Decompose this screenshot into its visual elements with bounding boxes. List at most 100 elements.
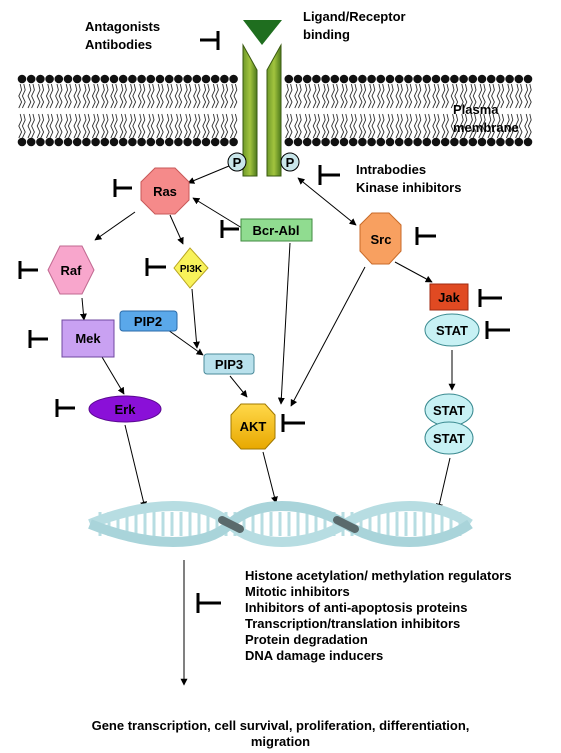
- nuclear-target-item: Histone acetylation/ methylation regulat…: [245, 568, 512, 583]
- akt-node: [230, 403, 276, 450]
- lipid-head: [63, 74, 73, 84]
- lipid-tail: [362, 113, 367, 139]
- lipid-head: [128, 137, 137, 147]
- lipid-tail: [193, 83, 197, 109]
- inhibitor-mek: [28, 330, 48, 348]
- outcome-caption-line1: Gene transcription, cell survival, proli…: [91, 718, 470, 733]
- lipid-tail: [233, 113, 238, 139]
- lipid-tail: [294, 83, 299, 109]
- lipid-head: [17, 74, 27, 84]
- nuclear-target-item: Inhibitors of anti-apoptosis proteins: [245, 600, 468, 615]
- arrow-akt-dna: [262, 451, 278, 504]
- lipid-tail: [524, 83, 529, 109]
- lipid-tail: [86, 113, 91, 139]
- lipid-tail: [156, 83, 161, 109]
- lipid-head: [284, 74, 294, 84]
- arrow-p-ras: [187, 165, 230, 184]
- lipid-head: [174, 137, 183, 147]
- lipid-tail: [40, 83, 45, 109]
- lipid-head: [229, 137, 238, 147]
- lipid-tail: [491, 113, 495, 139]
- lipid-tail: [58, 83, 63, 109]
- raf-node: [47, 245, 95, 295]
- lipid-head: [385, 74, 395, 84]
- lipid-tail: [325, 113, 330, 139]
- lipid-tail: [196, 113, 201, 139]
- lipid-tail: [303, 113, 308, 139]
- lipid-tail: [349, 83, 354, 109]
- lipid-tail: [445, 83, 449, 109]
- lipid-tail: [119, 113, 124, 139]
- lipid-head: [17, 137, 27, 147]
- lipid-tail: [169, 113, 173, 139]
- pip3-node: [203, 353, 255, 375]
- lipid-tail: [159, 113, 164, 139]
- lipid-tail: [113, 113, 118, 139]
- lipid-head: [302, 137, 312, 147]
- lipid-tail: [297, 113, 302, 139]
- lipid-tail: [515, 113, 519, 139]
- lipid-tail: [21, 83, 26, 109]
- lipid-head: [385, 137, 395, 147]
- ligand-receptor-label-line1: Ligand/Receptor: [303, 9, 406, 24]
- lipid-head: [440, 74, 450, 84]
- akt-label: AKT: [240, 419, 267, 434]
- lipid-tail: [174, 83, 179, 109]
- inhibitor-intrabodies: [318, 165, 340, 185]
- nuclear-target-item: Protein degradation: [245, 632, 368, 647]
- erk-label: Erk: [115, 402, 137, 417]
- lipid-head: [146, 137, 156, 147]
- lipid-head: [404, 74, 413, 84]
- lipid-head: [118, 74, 128, 84]
- lipid-tail: [229, 83, 234, 109]
- arrow-bcr-ras: [192, 197, 243, 229]
- lipid-tail: [487, 83, 492, 109]
- lipid-tail: [101, 113, 105, 139]
- lipid-tail: [500, 83, 505, 109]
- raf-label: Raf: [61, 263, 83, 278]
- lipid-head: [348, 74, 358, 84]
- lipid-head: [468, 74, 478, 84]
- lipid-tail: [303, 83, 308, 109]
- lipid-tail: [18, 113, 23, 139]
- lipid-head: [358, 137, 367, 147]
- lipid-tail: [426, 83, 431, 109]
- stat-node-3: [424, 421, 474, 455]
- lipid-tail: [334, 83, 339, 109]
- lipid-head: [505, 74, 514, 84]
- lipid-tail: [285, 83, 289, 109]
- lipid-tail: [408, 83, 413, 109]
- lipid-head: [72, 137, 82, 147]
- p-label-left: P: [233, 155, 242, 170]
- outcome-caption-line2: migration: [250, 734, 311, 749]
- lipid-head: [183, 137, 192, 147]
- lipid-tail: [288, 113, 293, 139]
- lipid-head: [146, 74, 156, 84]
- pathway-arrows: [79, 165, 456, 686]
- arrow-bcr-akt: [277, 242, 291, 405]
- lipid-tail: [441, 83, 446, 109]
- pi3k-node: [173, 247, 209, 289]
- lipid-tail: [395, 83, 400, 109]
- lipid-tail: [518, 83, 523, 109]
- lipid-tail: [150, 113, 155, 139]
- lipid-tail: [515, 83, 519, 109]
- lipid-tail: [128, 83, 133, 109]
- lipid-head: [36, 137, 45, 147]
- lipid-head: [496, 137, 505, 147]
- lipid-tail: [150, 83, 155, 109]
- inhibitor-jak: [478, 289, 502, 307]
- ligand: [243, 20, 282, 45]
- lipid-tail: [408, 113, 413, 139]
- lipid-tail: [205, 83, 210, 109]
- lipid-head: [54, 74, 64, 84]
- lipid-tail: [491, 83, 495, 109]
- arrow-raf-mek: [79, 297, 87, 321]
- lipid-head: [54, 137, 64, 147]
- lipid-tail: [367, 83, 372, 109]
- lipid-tail: [64, 113, 69, 139]
- lipid-tail: [27, 113, 32, 139]
- lipid-head: [321, 137, 330, 147]
- lipid-head: [413, 137, 422, 147]
- nuclear-target-item: Transcription/translation inhibitors: [245, 616, 461, 631]
